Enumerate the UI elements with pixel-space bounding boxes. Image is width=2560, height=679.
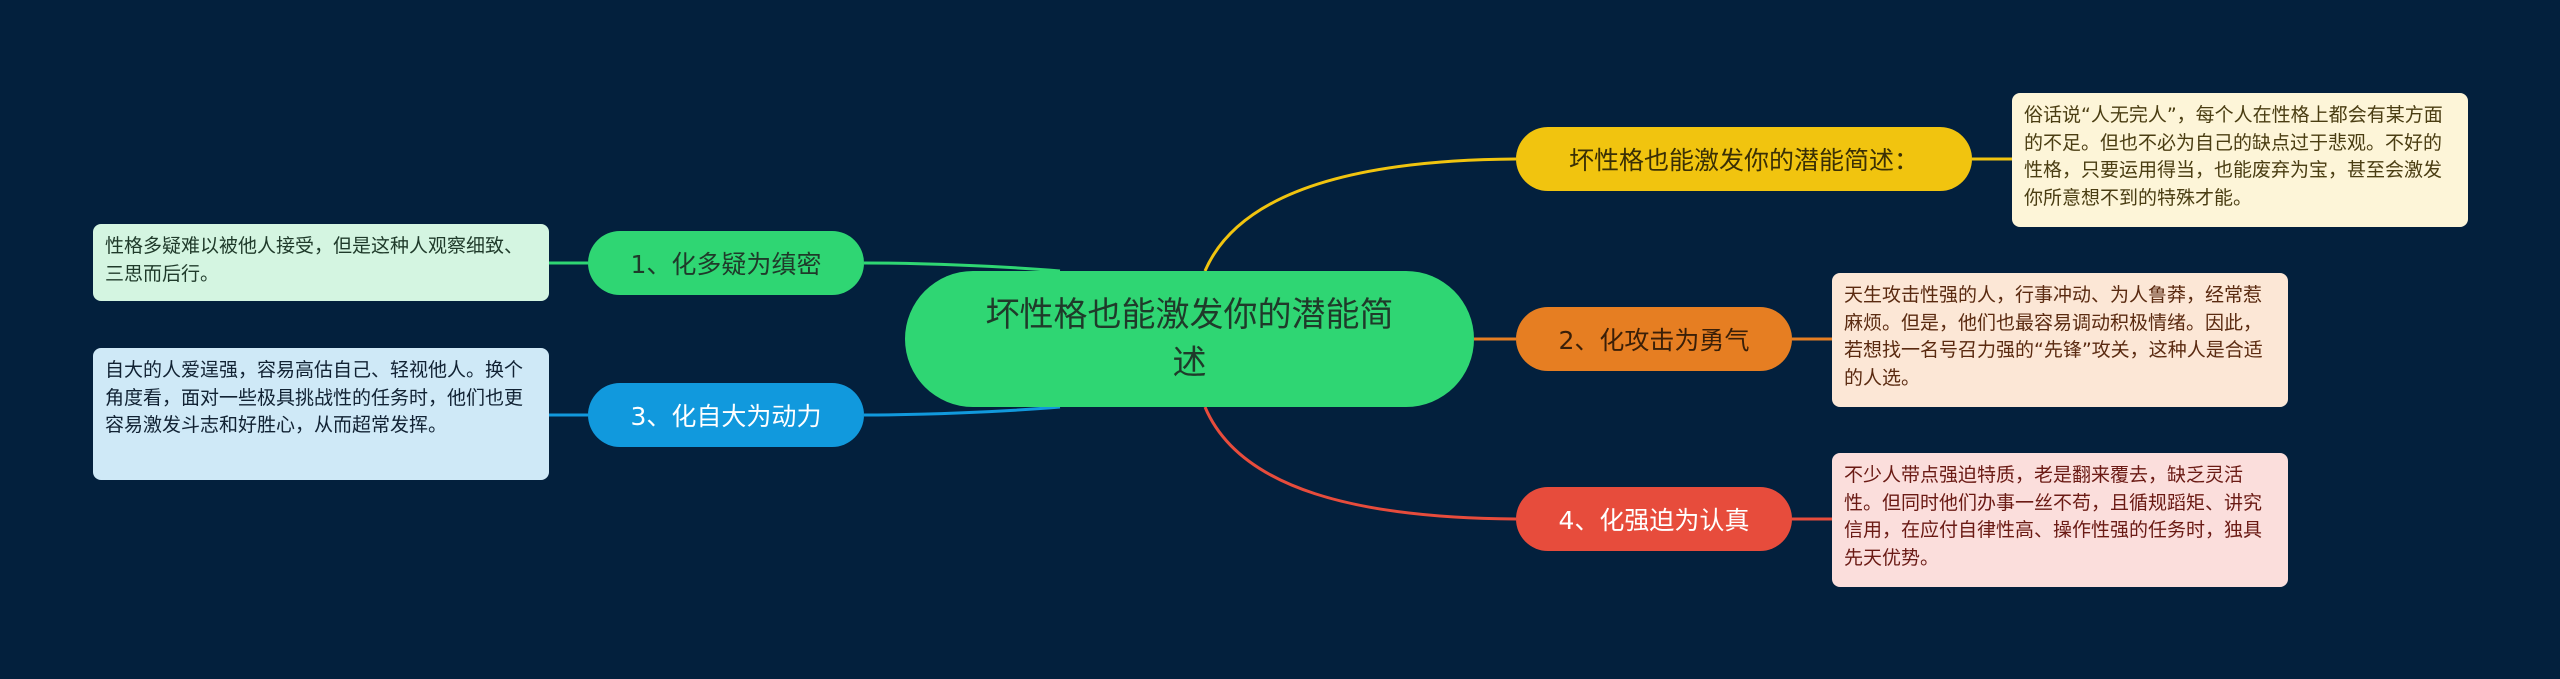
root-node[interactable]: 坏性格也能激发你的潜能简述 [905, 271, 1474, 407]
leaf-4[interactable]: 不少人带点强迫特质，老是翻来覆去，缺乏灵活性。但同时他们办事一丝不苟，且循规蹈矩… [1832, 453, 2288, 587]
leaf-intro[interactable]: 俗话说“人无完人”，每个人在性格上都会有某方面的不足。但也不必为自己的缺点过于悲… [2012, 93, 2468, 227]
branch-intro-label: 坏性格也能激发你的潜能简述： [1568, 146, 1919, 175]
link-root-intro [1203, 157, 1517, 272]
link-root-b3 [863, 405, 1061, 417]
link-root-b4 [1203, 406, 1517, 521]
leaf-3[interactable]: 自大的人爱逞强，容易高估自己、轻视他人。换个角度看，面对一些极具挑战性的任务时，… [93, 348, 549, 480]
branch-2-label: 2、化攻击为勇气 [1558, 326, 1750, 355]
branch-2[interactable]: 2、化攻击为勇气 [1516, 307, 1792, 371]
leaf-1-text: 性格多疑难以被他人接受，但是这种人观察细致、三思而后行。 [105, 235, 524, 285]
leaf-intro-text: 俗话说“人无完人”，每个人在性格上都会有某方面的不足。但也不必为自己的缺点过于悲… [2024, 104, 2443, 209]
branch-intro[interactable]: 坏性格也能激发你的潜能简述： [1516, 127, 1972, 191]
branch-3-label: 3、化自大为动力 [630, 402, 822, 431]
branch-4-label: 4、化强迫为认真 [1558, 506, 1750, 535]
leaf-4-text: 不少人带点强迫特质，老是翻来覆去，缺乏灵活性。但同时他们办事一丝不苟，且循规蹈矩… [1844, 464, 2263, 569]
leaf-1[interactable]: 性格多疑难以被他人接受，但是这种人观察细致、三思而后行。 [93, 224, 549, 301]
link-root-b1 [863, 261, 1061, 273]
branch-1-label: 1、化多疑为缜密 [630, 250, 822, 279]
root-label: 坏性格也能激发你的潜能简述 [985, 295, 1394, 383]
branch-4[interactable]: 4、化强迫为认真 [1516, 487, 1792, 551]
leaf-2-text: 天生攻击性强的人，行事冲动、为人鲁莽，经常惹麻烦。但是，他们也最容易调动积极情绪… [1844, 284, 2263, 389]
leaf-3-text: 自大的人爱逞强，容易高估自己、轻视他人。换个角度看，面对一些极具挑战性的任务时，… [105, 359, 524, 436]
leaf-2[interactable]: 天生攻击性强的人，行事冲动、为人鲁莽，经常惹麻烦。但是，他们也最容易调动积极情绪… [1832, 273, 2288, 407]
branch-3[interactable]: 3、化自大为动力 [588, 383, 864, 447]
branch-1[interactable]: 1、化多疑为缜密 [588, 231, 864, 295]
